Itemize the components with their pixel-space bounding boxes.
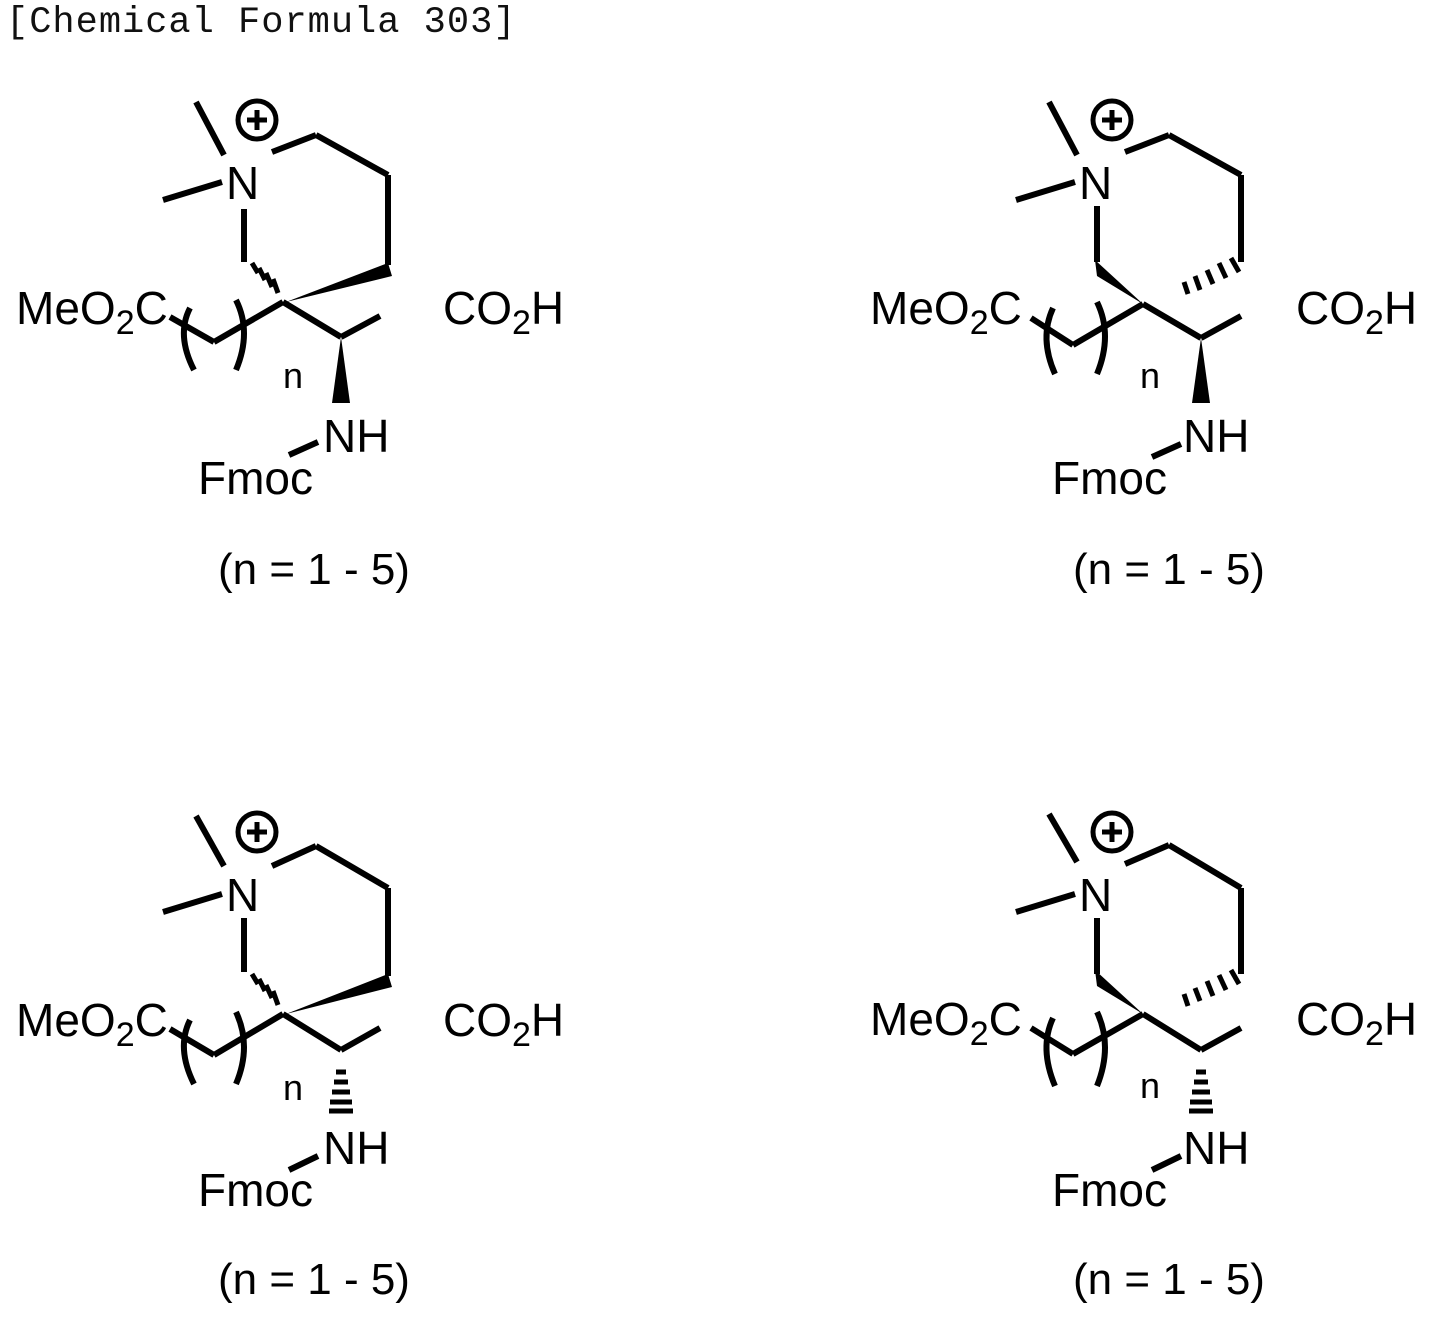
ester-subscript: 2 [115, 304, 135, 342]
nitrogen-label: N [1079, 157, 1113, 209]
nitrogen-label: N [226, 157, 260, 209]
structure-bonds [1015, 810, 1244, 1173]
acid-label: CO2H [443, 282, 565, 340]
amine-label: NH [1183, 1122, 1250, 1174]
ester-label: MeO2C [870, 993, 1022, 1051]
range-label: (n = 1 - 5) [218, 545, 410, 594]
fmoc-label: Fmoc [198, 1164, 313, 1216]
wedge-bond-ring-right [286, 263, 392, 302]
ester-tail: C [988, 282, 1022, 334]
acid-main: CO [1296, 282, 1365, 334]
repeat-index-label: n [1140, 1065, 1161, 1106]
ester-subscript: 2 [969, 1015, 989, 1053]
amine-label: NH [323, 410, 390, 462]
wedge-bond-alpha-nh [332, 337, 350, 403]
ester-label: MeO2C [870, 282, 1022, 340]
acid-main: CO [443, 994, 512, 1046]
amine-label: NH [1183, 410, 1250, 462]
acid-main: CO [443, 282, 512, 334]
structure-bonds [1015, 98, 1244, 460]
compound-structure-top-left: N MeO2C CO2H n NH Fmoc (n = 1 - 5) [0, 80, 620, 600]
formula-heading: [Chemical Formula 303] [6, 2, 517, 44]
wedge-bond-ring-left [1095, 260, 1143, 304]
hashed-bond-alpha-nh [1189, 1069, 1213, 1114]
ester-subscript: 2 [969, 304, 989, 342]
range-label: (n = 1 - 5) [1073, 1255, 1265, 1304]
wedge-bond-ring-left [1095, 970, 1143, 1014]
hashed-bond-alpha-nh [329, 1069, 353, 1114]
acid-subscript: 2 [1365, 1015, 1384, 1053]
acid-tail: H [1383, 993, 1418, 1045]
ester-main: MeO [870, 993, 970, 1045]
hashed-bond-ring-left [249, 261, 281, 294]
nitrogen-label: N [226, 869, 260, 921]
acid-subscript: 2 [512, 1016, 531, 1054]
repeat-index-label: n [1140, 355, 1161, 396]
ester-label: MeO2C [16, 994, 168, 1052]
acid-label: CO2H [1296, 993, 1418, 1051]
structure-bonds [162, 810, 392, 1173]
hashed-bond-ring-right [1181, 256, 1242, 295]
ester-tail: C [134, 994, 168, 1046]
ester-main: MeO [16, 994, 116, 1046]
nitrogen-label: N [1079, 869, 1113, 921]
compound-structure-top-right: N MeO2C CO2H n NH Fmoc (n = 1 - 5) [853, 80, 1441, 600]
ester-main: MeO [16, 282, 116, 334]
range-label: (n = 1 - 5) [1073, 545, 1265, 594]
wedge-bond-ring-right [286, 974, 392, 1014]
hashed-bond-ring-left [249, 972, 281, 1006]
hashed-bond-ring-right [1181, 968, 1242, 1007]
range-label: (n = 1 - 5) [218, 1255, 410, 1304]
ester-main: MeO [870, 282, 970, 334]
acid-subscript: 2 [1365, 304, 1384, 342]
wedge-bond-alpha-nh [1192, 338, 1210, 403]
repeat-index-label: n [283, 355, 304, 396]
acid-label: CO2H [1296, 282, 1418, 340]
acid-tail: H [530, 994, 565, 1046]
acid-tail: H [1383, 282, 1418, 334]
fmoc-label: Fmoc [198, 452, 313, 504]
structure-bonds [162, 98, 392, 458]
ester-label: MeO2C [16, 282, 168, 340]
amine-label: NH [323, 1122, 390, 1174]
acid-subscript: 2 [512, 304, 531, 342]
compound-structure-bottom-right: N MeO2C CO2H n NH Fmoc (n = 1 - 5) [853, 800, 1441, 1320]
acid-main: CO [1296, 993, 1365, 1045]
ester-tail: C [134, 282, 168, 334]
acid-label: CO2H [443, 994, 565, 1052]
compound-structure-bottom-left: N MeO2C CO2H n NH Fmoc (n = 1 - 5) [0, 800, 620, 1320]
ester-subscript: 2 [115, 1016, 135, 1054]
ester-tail: C [988, 993, 1022, 1045]
acid-tail: H [530, 282, 565, 334]
repeat-index-label: n [283, 1067, 304, 1108]
fmoc-label: Fmoc [1052, 1164, 1167, 1216]
fmoc-label: Fmoc [1052, 452, 1167, 504]
